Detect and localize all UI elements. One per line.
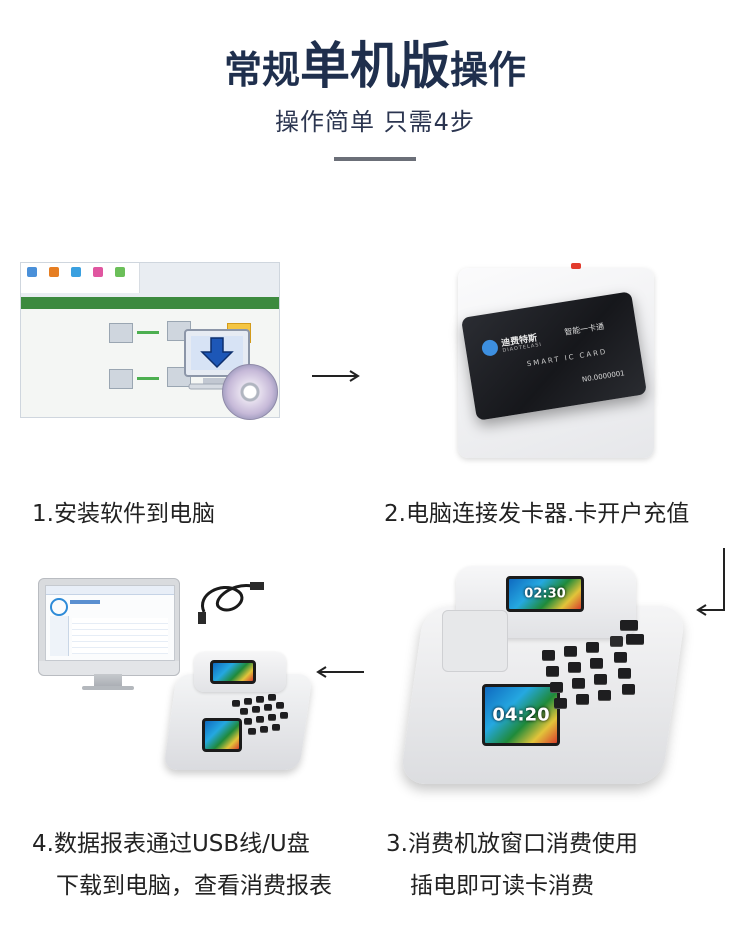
title-prefix: 常规 xyxy=(223,47,300,92)
monitor-foot xyxy=(82,686,134,690)
toolbar-icon xyxy=(93,267,103,277)
keypad-key xyxy=(272,724,280,730)
keypad-key xyxy=(572,678,585,688)
keypad-key xyxy=(256,696,264,702)
keypad-key xyxy=(594,674,607,684)
title-emphasis: 单机版 xyxy=(300,36,450,95)
arrow-left-icon xyxy=(316,666,364,678)
keypad-key xyxy=(586,642,599,652)
keypad-key xyxy=(256,716,264,722)
keypad-key xyxy=(598,690,611,700)
page-title: 常规单机版操作 xyxy=(0,26,750,98)
keypad-key xyxy=(260,726,268,732)
machine-customer-screen xyxy=(210,660,256,684)
keypad-key xyxy=(244,698,252,704)
keypad-key xyxy=(618,668,631,678)
machine-customer-screen: 02:30 xyxy=(506,576,584,612)
page-subtitle: 操作简单 只需4步 xyxy=(275,108,475,136)
keypad-key xyxy=(280,712,288,718)
keypad-key xyxy=(546,666,559,676)
machine-main-screen: 04:20 xyxy=(482,684,560,746)
keypad-key xyxy=(248,728,256,734)
monitor-frame xyxy=(38,578,180,676)
monitor-stand xyxy=(94,674,122,688)
reader-indicator-light xyxy=(571,263,581,269)
arrow-down-left-icon xyxy=(696,548,725,616)
flow-step-box xyxy=(109,369,133,389)
keypad-key xyxy=(264,704,272,710)
keypad-key xyxy=(576,694,589,704)
title-divider xyxy=(334,157,416,161)
install-download-icon xyxy=(184,329,250,390)
keypad-key xyxy=(550,682,563,692)
toolbar-icon xyxy=(71,267,81,277)
step4-caption-line1: 4.数据报表通过USB线/U盘 xyxy=(32,831,310,857)
card-number: N0.0000001 xyxy=(581,369,626,384)
software-toolbar xyxy=(21,263,140,293)
title-suffix: 操作 xyxy=(450,47,527,92)
arrow-right-icon xyxy=(312,370,360,382)
step3-caption-line1: 3.消费机放窗口消费使用 xyxy=(386,831,638,857)
toolbar-icon xyxy=(115,267,125,277)
small-consumer-machine xyxy=(163,652,313,770)
software-banner xyxy=(21,297,279,309)
keypad-key xyxy=(244,718,252,724)
cd-disc-icon xyxy=(222,364,278,420)
monitor-chin xyxy=(39,661,179,675)
keypad-key xyxy=(620,620,638,630)
toolbar-icon xyxy=(49,267,59,277)
usb-cable-icon xyxy=(198,582,264,624)
keypad-key xyxy=(590,658,603,668)
keypad-key xyxy=(610,636,623,646)
step2-caption: 2.电脑连接发卡器.卡开户充值 xyxy=(384,501,690,527)
customer-screen-clock: 02:30 xyxy=(524,586,566,602)
card-logo-icon xyxy=(480,338,500,358)
keypad-key xyxy=(568,662,581,672)
monitor-screen xyxy=(45,585,175,661)
machine-main-screen xyxy=(202,718,242,752)
keypad-key xyxy=(268,714,276,720)
flow-arrow xyxy=(137,377,159,380)
keypad-key xyxy=(268,694,276,700)
keypad-key xyxy=(240,708,248,714)
keypad-key xyxy=(232,700,240,706)
keypad-key xyxy=(622,684,635,694)
keypad-key xyxy=(542,650,555,660)
card-slogan: 智能一卡通 xyxy=(563,321,605,338)
step1-caption: 1.安装软件到电脑 xyxy=(32,501,215,527)
keypad-key xyxy=(252,706,260,712)
keypad-key xyxy=(564,646,577,656)
step3-caption-line2: 插电即可读卡消费 xyxy=(410,873,594,899)
step4-caption-line2: 下载到电脑，查看消费报表 xyxy=(56,873,332,899)
machine-card-area xyxy=(442,610,508,672)
flow-arrow xyxy=(137,331,159,334)
computer-illustration xyxy=(38,578,180,690)
keypad-key xyxy=(276,702,284,708)
keypad-key xyxy=(554,698,567,708)
keypad-key xyxy=(614,652,627,662)
consumer-machine-illustration: 02:30 04:20 xyxy=(399,566,687,784)
card-type: SMART IC CARD xyxy=(526,347,608,369)
main-screen-clock: 04:20 xyxy=(492,704,550,726)
toolbar-icon xyxy=(27,267,37,277)
keypad-key xyxy=(626,634,644,644)
flow-step-box xyxy=(109,323,133,343)
